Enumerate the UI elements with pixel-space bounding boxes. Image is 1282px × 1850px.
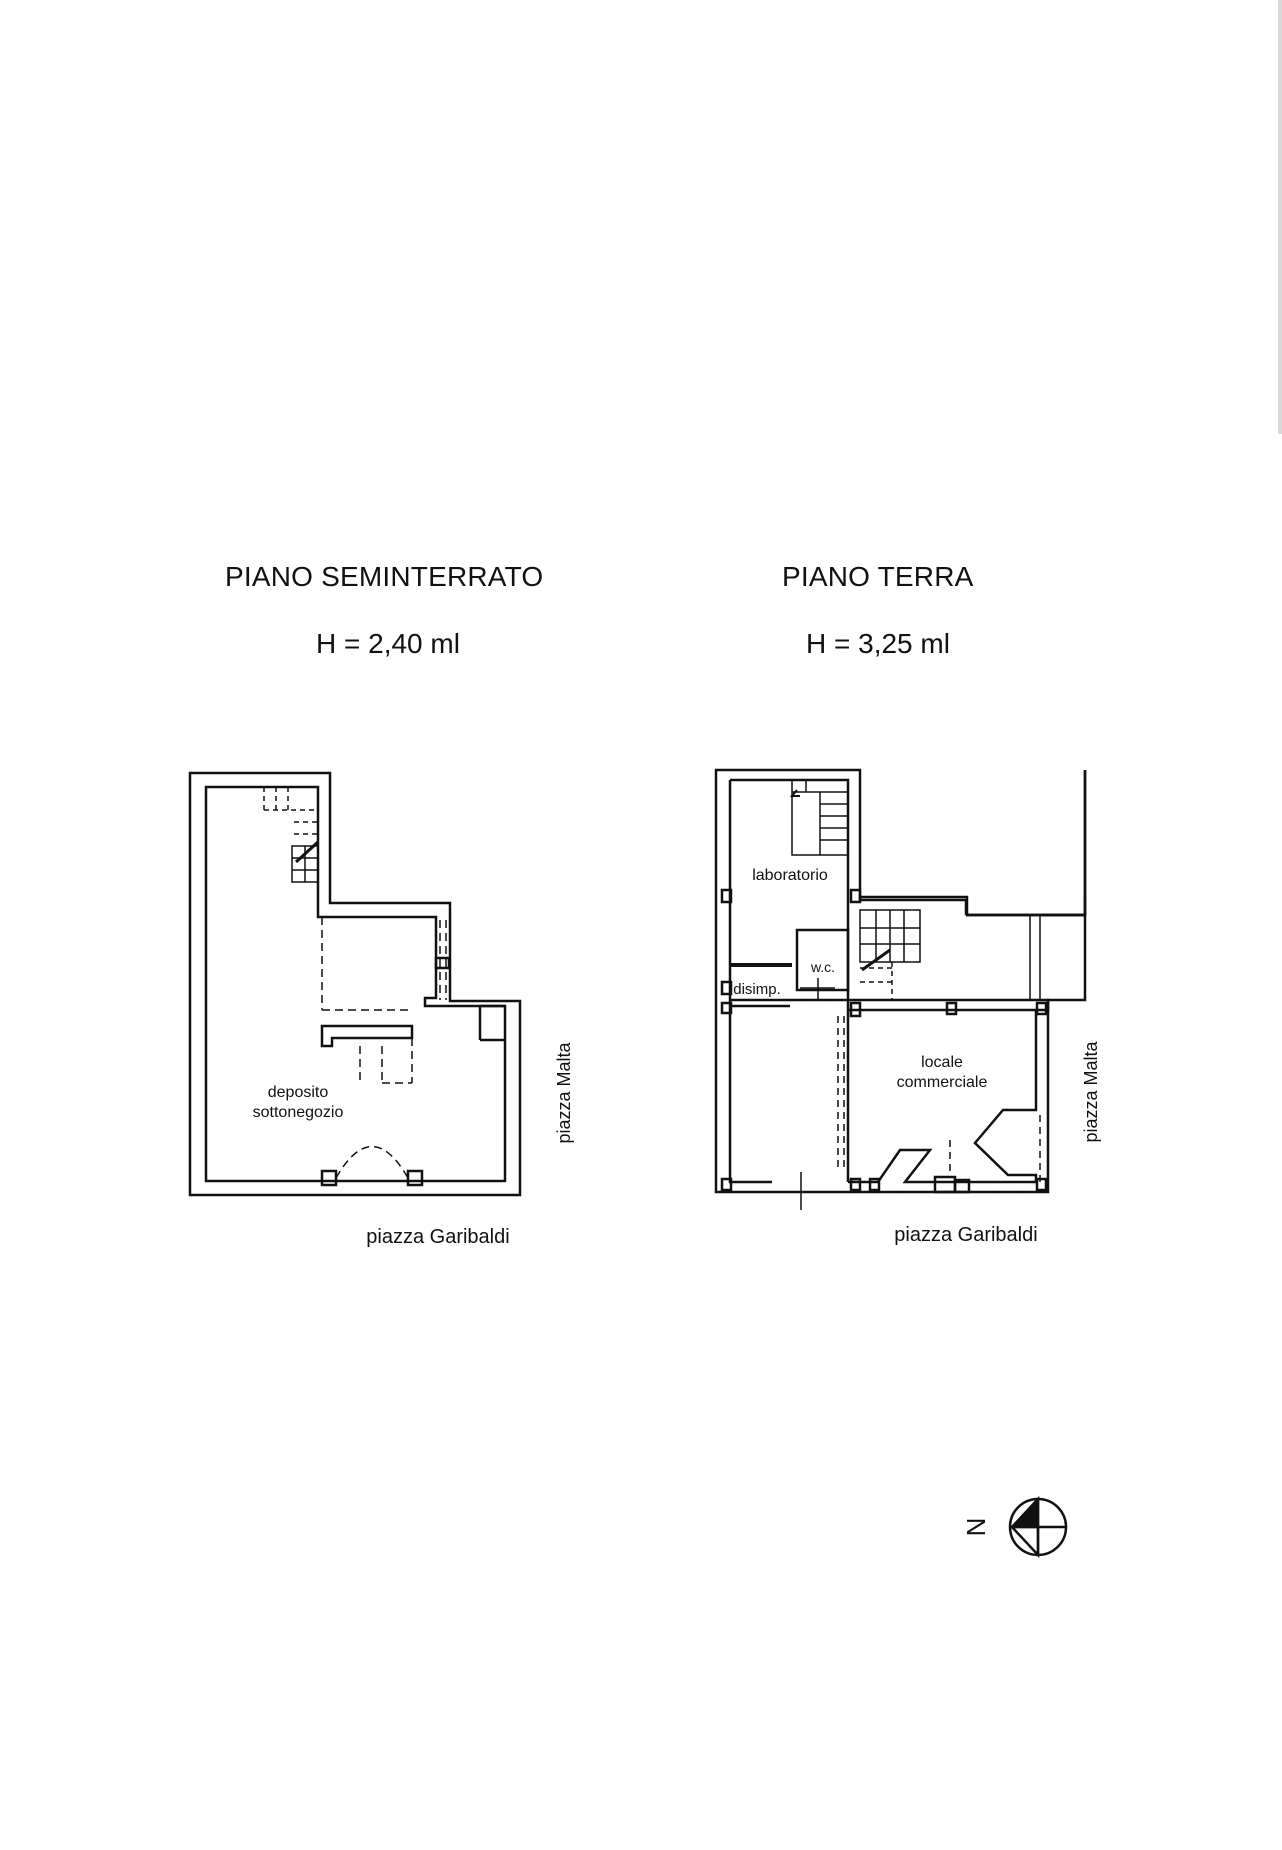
left-plan-height: H = 2,40 ml xyxy=(316,628,460,659)
room-locale-line2: commerciale xyxy=(897,1074,988,1091)
left-room-label-line2: sottonegozio xyxy=(253,1104,344,1121)
left-plan-labels: deposito sottonegozio piazza Garibaldi p… xyxy=(253,1041,574,1248)
scrollbar[interactable] xyxy=(1278,0,1282,434)
north-arrow-icon xyxy=(1008,1495,1068,1559)
compass-letter: N xyxy=(961,1518,991,1537)
room-wc: w.c. xyxy=(810,959,835,975)
left-room-label-line1: deposito xyxy=(268,1084,329,1101)
right-plan-stairs xyxy=(789,779,921,1000)
left-street-side: piazza Malta xyxy=(554,1041,574,1143)
left-plan-dashed-lines xyxy=(321,917,447,1179)
left-street-bottom: piazza Garibaldi xyxy=(366,1226,509,1248)
left-plan-stair xyxy=(263,787,320,883)
right-street-side: piazza Malta xyxy=(1081,1040,1101,1142)
right-plan-dashed-lines xyxy=(740,999,1041,1193)
right-plan-labels: laboratorio w.c. disimp. locale commerci… xyxy=(733,867,1101,1246)
room-locale-line1: locale xyxy=(921,1054,963,1071)
left-plan-title: PIANO SEMINTERRATO xyxy=(225,561,544,592)
left-plan-walls xyxy=(188,771,522,1197)
right-plan-courtyard xyxy=(858,897,1085,1000)
right-plan-title: PIANO TERRA xyxy=(782,561,974,592)
room-disimp: disimp. xyxy=(733,981,781,998)
room-laboratorio: laboratorio xyxy=(752,867,828,884)
right-plan-height: H = 3,25 ml xyxy=(806,628,950,659)
right-street-bottom: piazza Garibaldi xyxy=(894,1224,1037,1246)
right-plan-wc-door xyxy=(800,978,835,1000)
